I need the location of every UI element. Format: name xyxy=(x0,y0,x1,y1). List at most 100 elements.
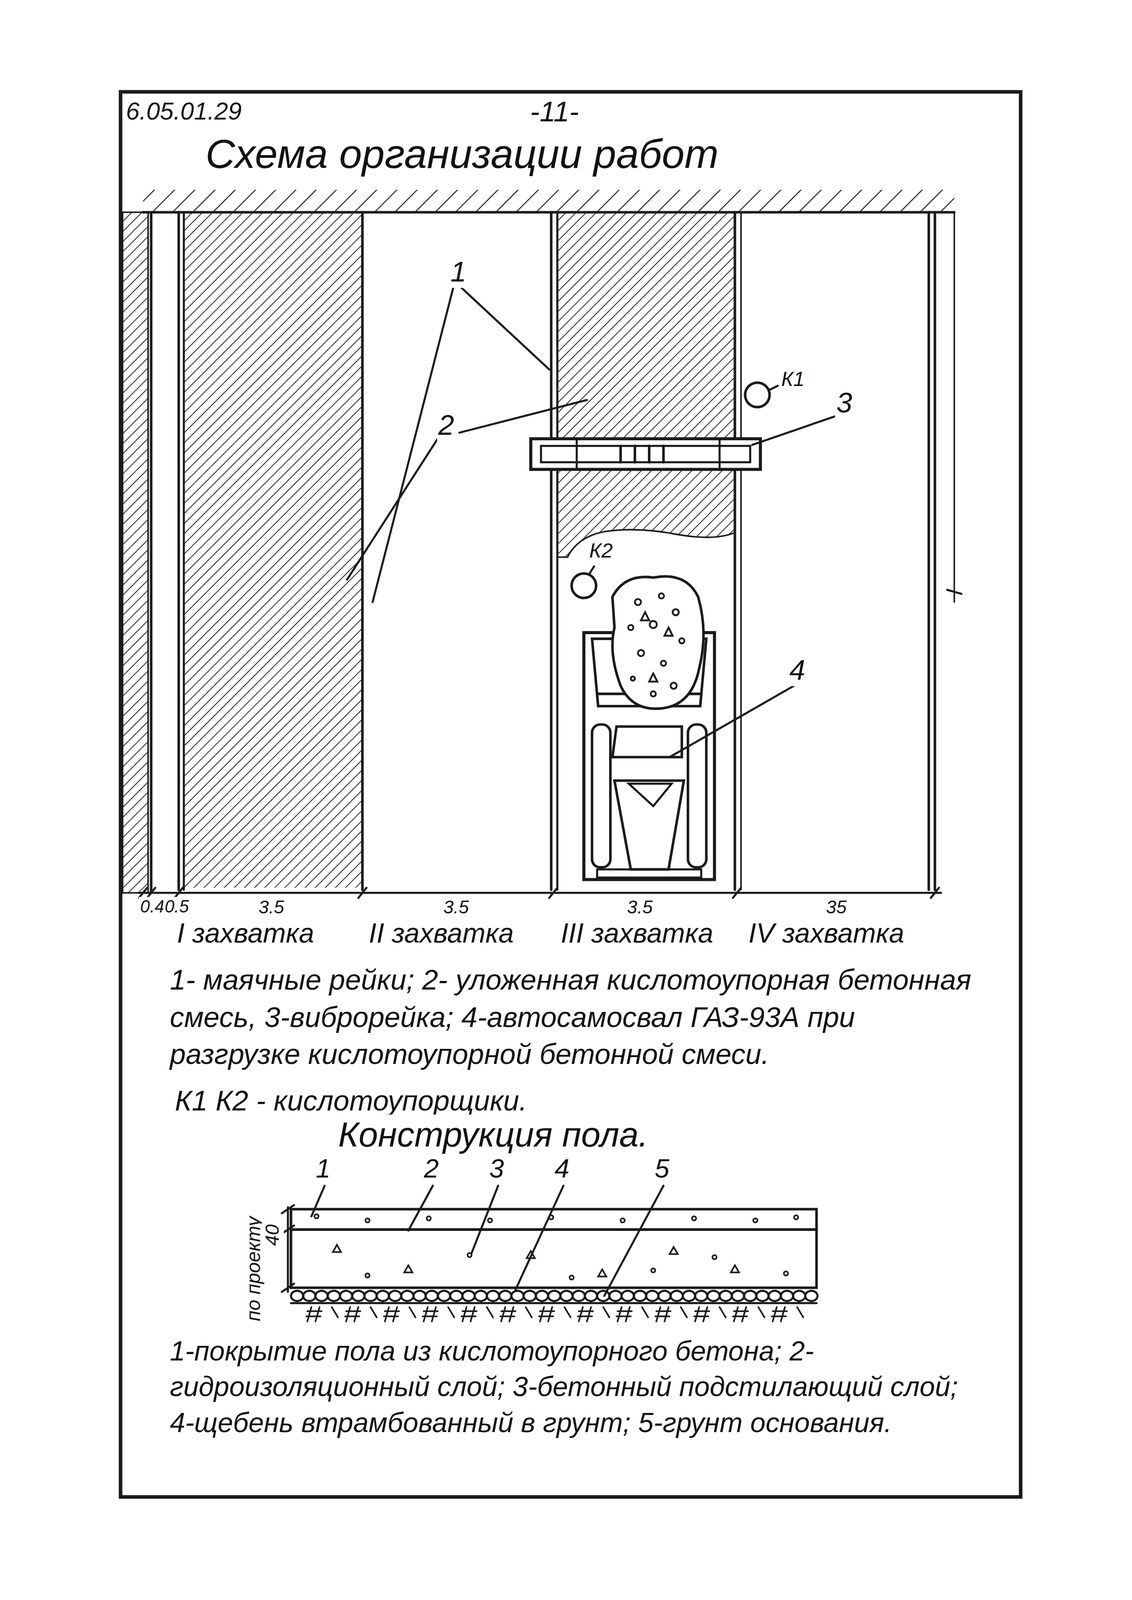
drawing-line xyxy=(281,1283,295,1293)
rail-line xyxy=(740,212,742,890)
drawing-ellipse xyxy=(572,1290,585,1301)
dimension-text: 40 xyxy=(261,1223,284,1248)
drawing-circle xyxy=(569,1275,574,1280)
callout-number: 1 xyxy=(448,255,468,288)
zone-label: I захватка xyxy=(175,917,316,950)
drawing-path xyxy=(577,1307,610,1322)
callout-number: 1 xyxy=(314,1153,332,1185)
leader-lines xyxy=(347,287,835,758)
drawing-line xyxy=(752,416,835,446)
drawing-path xyxy=(612,726,682,757)
page-title: Схема организации работ xyxy=(203,130,720,178)
wall-hatch xyxy=(122,212,149,893)
drawing-path xyxy=(730,1265,740,1273)
drawing-ellipse xyxy=(756,1290,769,1301)
drawing-ellipse xyxy=(621,1290,634,1301)
drawing-line xyxy=(669,685,795,758)
callout-number: 2 xyxy=(437,408,456,442)
drawing-ellipse xyxy=(707,1290,720,1301)
drawing-path xyxy=(732,1307,765,1322)
drawing-path xyxy=(422,1307,454,1322)
drawing-line xyxy=(549,887,558,898)
drawing-ellipse xyxy=(438,1290,451,1301)
drawing-circle xyxy=(670,682,677,689)
drawing-path xyxy=(693,1307,726,1322)
drawing-ellipse xyxy=(768,1290,781,1301)
rail-line xyxy=(933,212,937,890)
drawing-line xyxy=(515,1185,564,1290)
drawing-line xyxy=(732,887,741,898)
drawing-ellipse xyxy=(339,1290,353,1301)
drawing-line xyxy=(311,1185,325,1217)
drawing-line xyxy=(662,445,665,463)
rail-line xyxy=(177,212,181,890)
drawing-ellipse xyxy=(536,1290,549,1301)
dimension-text: 3.5 xyxy=(442,897,471,919)
drawing-ellipse xyxy=(486,1290,500,1301)
callout-number: 5 xyxy=(653,1153,671,1185)
wall-line xyxy=(953,212,955,602)
leader-lines xyxy=(311,1185,664,1297)
rail-line xyxy=(549,212,553,890)
drawing-line xyxy=(633,445,637,463)
callout-number: 2 xyxy=(422,1153,440,1185)
drawing-circle xyxy=(679,638,685,644)
drawing-ellipse xyxy=(633,1290,647,1301)
drawing-rect xyxy=(597,869,702,878)
drawing-ellipse xyxy=(474,1290,487,1301)
drawing-ellipse xyxy=(315,1290,328,1301)
drawing-line xyxy=(604,1185,664,1297)
drawing-ellipse xyxy=(547,1290,561,1301)
legend-text: 1- маячные рейки; 2- уложенная кислотоуп… xyxy=(168,961,988,1073)
drawing-ellipse xyxy=(303,1290,316,1301)
drawing-circle xyxy=(793,1215,799,1220)
drawing-circle xyxy=(650,691,656,697)
drawing-ellipse xyxy=(694,1290,708,1301)
drawing-g xyxy=(120,91,1021,1498)
legend-text: К1 К2 - кислотоупорщики. xyxy=(173,1084,529,1117)
drawing-path xyxy=(655,1307,687,1322)
drawing-ellipse xyxy=(792,1290,806,1301)
drawing-ellipse xyxy=(462,1290,475,1301)
rail-line xyxy=(361,212,365,890)
drawing-circle xyxy=(637,650,644,657)
drawing-line xyxy=(718,440,721,468)
ceiling-hatch xyxy=(142,189,955,213)
drawing-ellipse xyxy=(401,1290,414,1301)
drawing-ellipse xyxy=(744,1290,757,1301)
drawing-path xyxy=(383,1307,416,1322)
drawing-circle xyxy=(620,1218,625,1223)
soil-symbols xyxy=(306,1307,804,1322)
drawing-circle xyxy=(658,593,664,599)
section-heading: Конструкция пола. xyxy=(336,1114,650,1155)
drawing-line xyxy=(372,287,454,603)
drawing-line xyxy=(138,887,147,898)
drawing-circle xyxy=(365,1273,370,1278)
drawing-path xyxy=(614,780,684,870)
drawing-line xyxy=(358,887,367,898)
drawing-rect xyxy=(291,1209,817,1230)
drawing-ellipse xyxy=(364,1290,377,1301)
drawing-circle xyxy=(753,1218,758,1223)
dimension-text: 0.5 xyxy=(163,897,191,918)
drawing-path xyxy=(628,783,672,807)
dimension-line xyxy=(138,892,941,894)
drawing-line xyxy=(619,445,622,463)
drawing-path xyxy=(461,1307,493,1322)
drawing-circle xyxy=(487,1218,492,1223)
drawing-line xyxy=(461,287,549,370)
drawing-line xyxy=(281,1205,295,1214)
drawing-path xyxy=(344,1307,377,1322)
aggregate-dots xyxy=(314,1214,799,1280)
drawing-ellipse xyxy=(683,1290,696,1301)
rail-line xyxy=(150,212,153,893)
dimension-ticks xyxy=(138,887,939,898)
drawing-ellipse xyxy=(499,1290,512,1301)
tick xyxy=(947,589,962,595)
drawing-line xyxy=(408,1185,433,1231)
page-number: -11- xyxy=(528,94,581,128)
drawing-path xyxy=(500,1307,532,1322)
vibrating-screed xyxy=(530,438,761,470)
drawing-line xyxy=(174,887,183,898)
